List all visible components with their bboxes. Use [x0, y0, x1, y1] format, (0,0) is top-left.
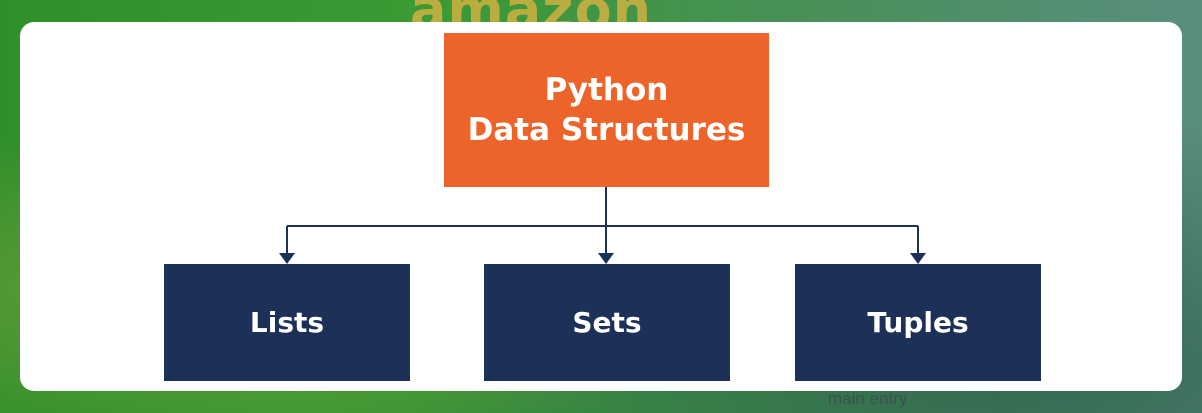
- child-node-label: Tuples: [867, 306, 969, 339]
- sets-arrow-icon: [598, 253, 614, 264]
- lists-arrow-icon: [279, 253, 295, 264]
- root-node-label-line2: Data Structures: [467, 112, 746, 148]
- child-node-label: Sets: [572, 306, 642, 339]
- tuples-arrow-icon: [910, 253, 926, 264]
- background-entry-sign: main entry: [828, 389, 908, 408]
- root-node-label-line1: Python: [544, 72, 669, 108]
- child-node-tuples: Tuples: [795, 264, 1041, 381]
- child-node-sets: Sets: [484, 264, 730, 381]
- child-node-lists: Lists: [164, 264, 410, 381]
- child-node-label: Lists: [249, 306, 325, 339]
- root-node-python-data-structures: Python Data Structures: [444, 33, 769, 187]
